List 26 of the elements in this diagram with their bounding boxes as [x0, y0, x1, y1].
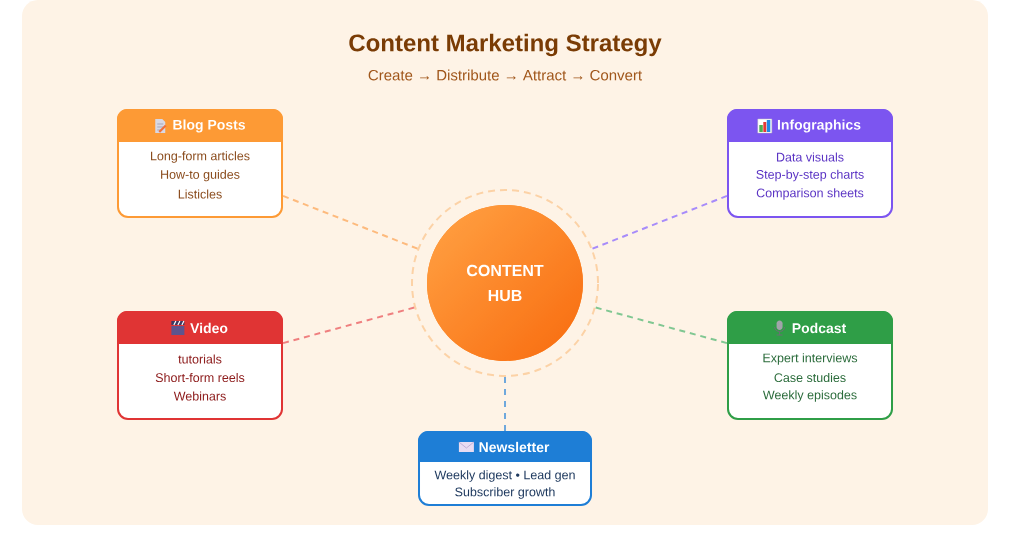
card-header: Video — [117, 311, 283, 344]
title: Content Marketing Strategy — [349, 33, 662, 57]
list-item: Comparison sheets — [756, 188, 864, 200]
connector — [282, 194, 419, 250]
connector — [504, 376, 506, 432]
list-item: Weekly episodes — [762, 390, 857, 402]
card-header: Podcast — [727, 311, 893, 344]
connector — [594, 306, 728, 345]
list-item: Short-form reels — [155, 372, 245, 383]
list-item: Step-by-step charts — [756, 169, 864, 182]
list-item: Webinars — [173, 391, 226, 401]
card-header: Blog Posts — [117, 109, 283, 142]
card-header: Newsletter — [418, 431, 592, 462]
list-item: Long-form articles — [151, 151, 250, 163]
hub-label: CONTENT HUB — [467, 264, 544, 302]
list-item: tutorials — [178, 354, 222, 364]
list-item: Expert interviews — [763, 353, 858, 365]
connector — [282, 306, 416, 345]
list-item: Case studies — [774, 372, 846, 383]
list-item: Data visuals — [777, 152, 844, 162]
connector — [591, 194, 728, 250]
subtitle: Create → Distribute → Attract → Convert — [368, 69, 642, 81]
list-item: How-to guides — [161, 169, 240, 182]
list-item: Weekly digest • Lead gen — [434, 470, 575, 482]
list-item: Listicles — [178, 189, 222, 199]
list-item: Subscriber growth — [455, 487, 555, 499]
